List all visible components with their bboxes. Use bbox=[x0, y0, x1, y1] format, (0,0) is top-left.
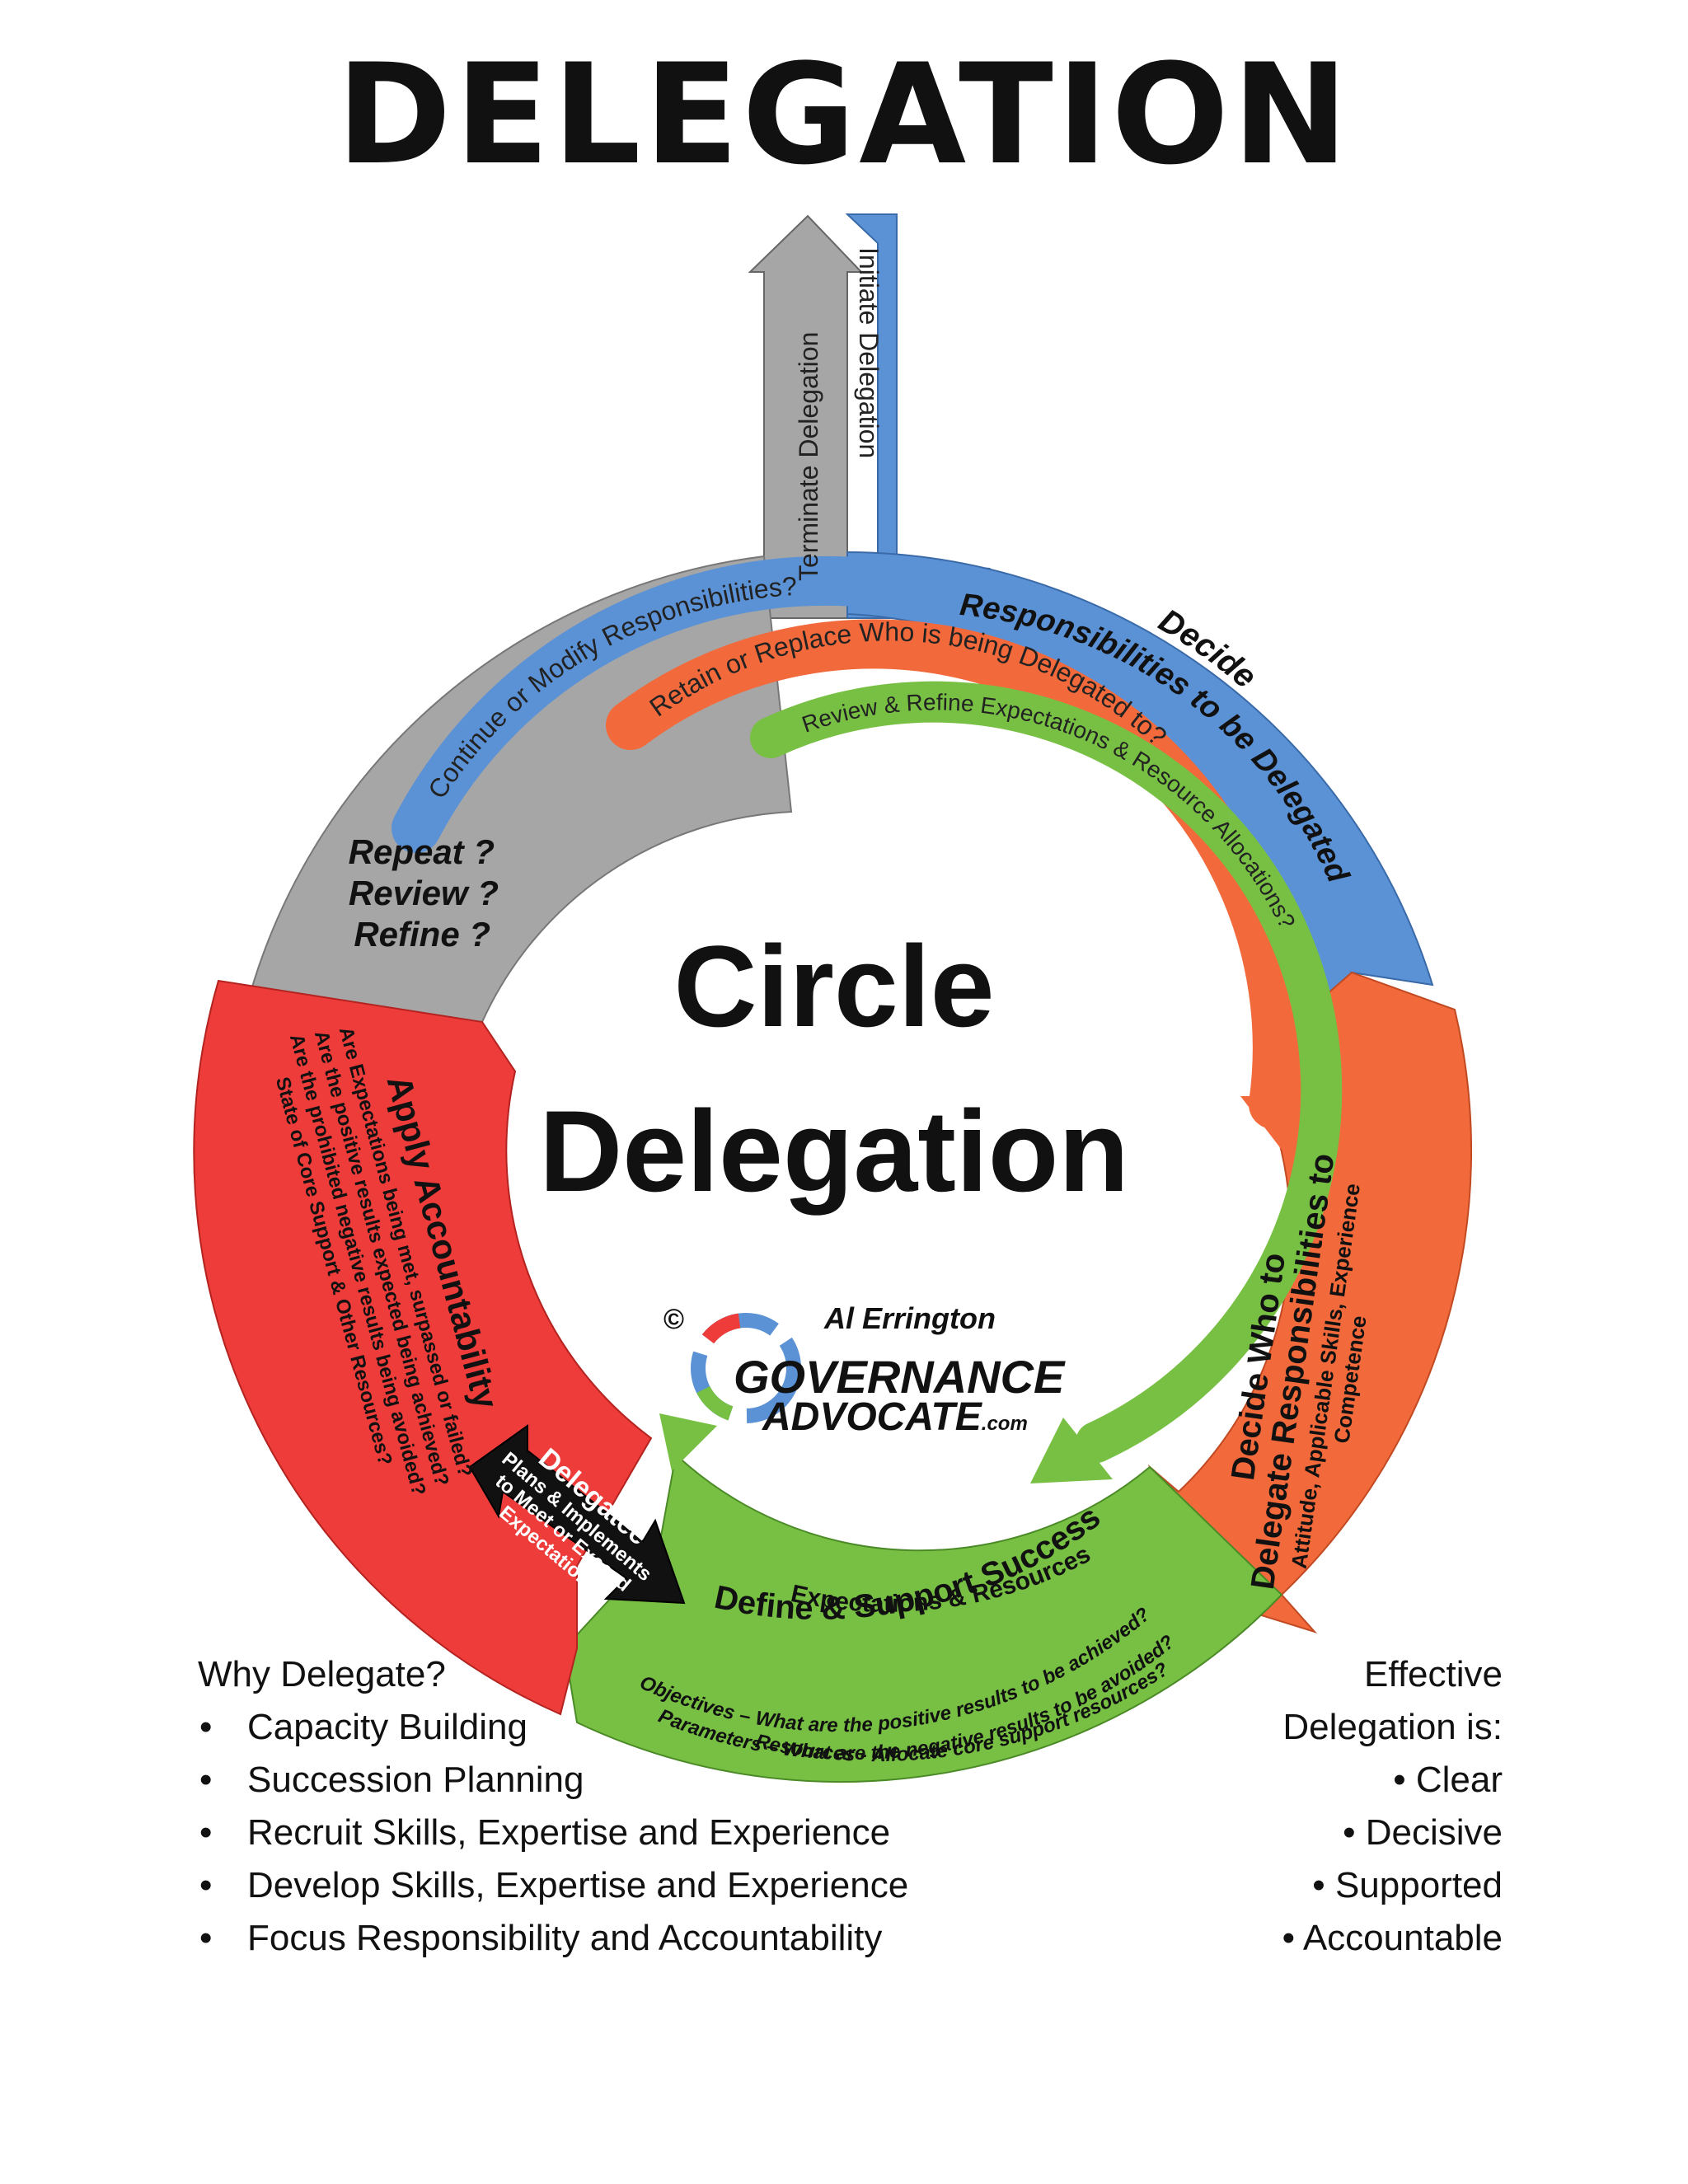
list-item: Succession Planning bbox=[198, 1754, 908, 1807]
governance-advocate-logo: © Al Errington GOVERNANCE ADVOCATE.com bbox=[663, 1301, 1066, 1439]
list-item: Supported bbox=[1074, 1859, 1503, 1912]
list-item: Decisive bbox=[1074, 1807, 1503, 1859]
gray-segment bbox=[249, 555, 793, 1024]
center-title-line2: Delegation bbox=[539, 1086, 1129, 1216]
refine-label: Refine ? bbox=[354, 915, 490, 954]
logo-line1: GOVERNANCE bbox=[734, 1351, 1066, 1403]
review-arrowhead bbox=[1030, 1418, 1113, 1483]
terminate-delegation-label: Terminate Delegation bbox=[794, 332, 823, 581]
why-delegate-heading: Why Delegate? bbox=[198, 1654, 446, 1694]
page-title: DELEGATION bbox=[336, 34, 1352, 195]
list-item: Capacity Building bbox=[198, 1701, 908, 1754]
logo-line2: ADVOCATE.com bbox=[762, 1395, 1028, 1439]
repeat-label: Repeat ? bbox=[349, 832, 495, 871]
list-item: Accountable bbox=[1074, 1912, 1503, 1965]
continue-arc bbox=[392, 555, 973, 853]
retain-arrowhead bbox=[1240, 1096, 1311, 1150]
retain-arc bbox=[606, 619, 1302, 1129]
logo-author: Al Errington bbox=[823, 1301, 996, 1335]
delegatee-arrow bbox=[468, 1424, 686, 1605]
why-delegate-list: Why Delegate? Capacity Building Successi… bbox=[198, 1648, 908, 1965]
green-return-arrowhead bbox=[659, 1413, 717, 1471]
list-item: Focus Responsibility and Accountability bbox=[198, 1912, 908, 1965]
center-title-line1: Circle bbox=[673, 921, 994, 1051]
effective-heading-line2: Delegation is: bbox=[1282, 1707, 1503, 1747]
initiate-delegation-label: Initiate Delegation bbox=[854, 247, 884, 458]
list-item: Clear bbox=[1074, 1754, 1503, 1807]
list-item: Develop Skills, Expertise and Experience bbox=[198, 1859, 908, 1912]
list-item: Recruit Skills, Expertise and Experience bbox=[198, 1807, 908, 1859]
red-segment bbox=[193, 979, 653, 1716]
copyright-symbol: © bbox=[663, 1304, 684, 1335]
effective-delegation-list: Effective Delegation is: Clear Decisive … bbox=[1074, 1648, 1503, 1965]
continue-arrowhead bbox=[940, 569, 1001, 639]
effective-heading-line1: Effective bbox=[1364, 1654, 1503, 1694]
terminate-delegation-arrow bbox=[748, 214, 864, 619]
review-arc bbox=[750, 681, 1343, 1463]
logo-ring-icon bbox=[691, 1313, 801, 1423]
review-question-label: Review ? bbox=[349, 874, 499, 912]
